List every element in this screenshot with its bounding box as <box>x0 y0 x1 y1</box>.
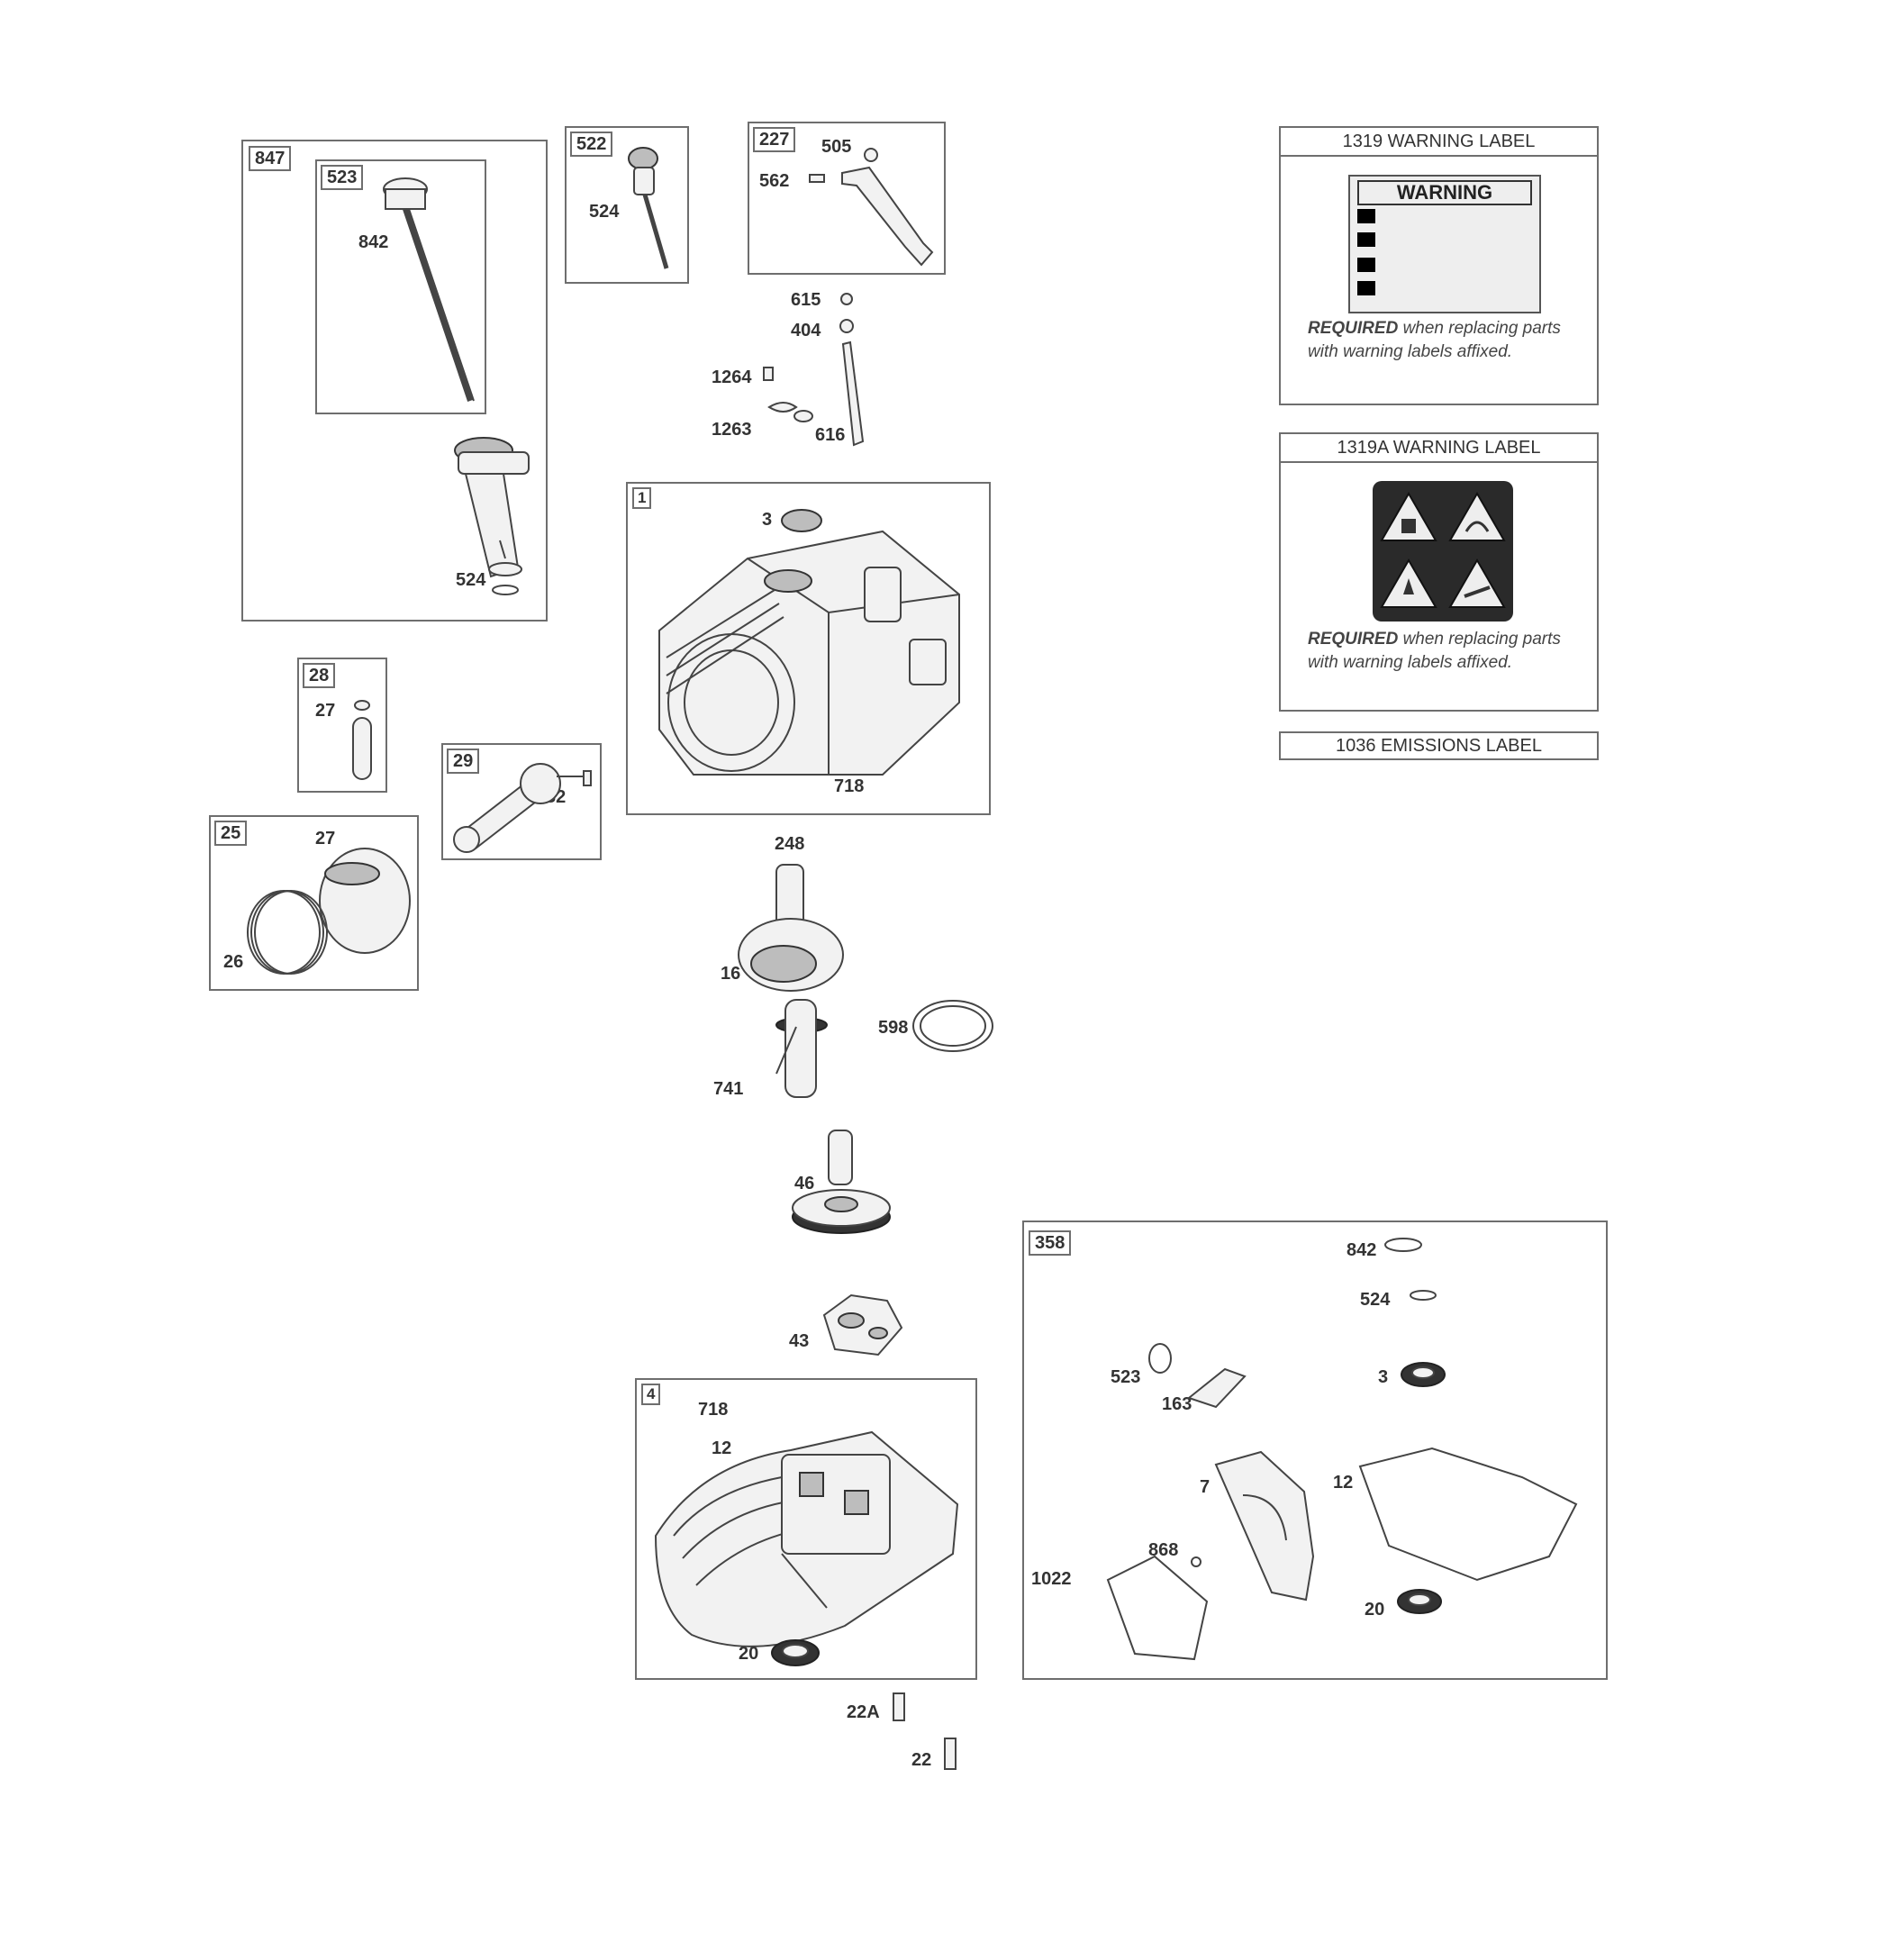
callout-box-4 <box>635 1378 977 1680</box>
part-number-523: 523 <box>1111 1367 1141 1387</box>
required-text: when replacing parts with warning labels… <box>1308 630 1561 672</box>
part-number-505: 505 <box>821 137 852 157</box>
cylinder-block-illustration <box>658 509 960 776</box>
callout-box-358 <box>1022 1220 1608 1680</box>
callout-box-847 <box>241 140 548 622</box>
warning-label-1319-title: 1319 WARNING LABEL <box>1281 128 1597 157</box>
callout-tag-227: 227 <box>753 127 796 152</box>
governor-shaft-illustration <box>763 293 865 447</box>
required-keyword: REQUIRED <box>1308 630 1399 649</box>
warning-label-1319-required-note: REQUIRED when replacing parts with warni… <box>1308 317 1579 364</box>
emissions-label-title: 1036 EMISSIONS LABEL <box>1335 736 1542 756</box>
callout-box-227 <box>748 122 946 275</box>
seal-ring-illustration <box>912 1000 993 1052</box>
callout-tag-4: 4 <box>641 1384 661 1405</box>
part-number-3: 3 <box>762 510 773 530</box>
part-number-598: 598 <box>878 1018 909 1038</box>
part-number-3: 3 <box>1378 1367 1389 1387</box>
part-number-16: 16 <box>721 964 741 984</box>
part-number-741: 741 <box>713 1079 744 1099</box>
connecting-rod-illustration <box>453 763 592 853</box>
callout-box-29 <box>441 743 602 860</box>
emissions-label-panel: 1036 EMISSIONS LABEL <box>1279 731 1599 760</box>
callout-tag-847: 847 <box>249 146 292 171</box>
callout-tag-25: 25 <box>214 821 248 846</box>
crankcase-sump-illustration <box>654 1430 959 1647</box>
camshaft-illustration <box>792 1130 891 1234</box>
dipstick-tube-illustration <box>454 437 530 595</box>
part-number-12: 12 <box>1333 1473 1354 1493</box>
part-number-12: 12 <box>712 1438 732 1458</box>
warning-sticker-heading: WARNING <box>1357 180 1532 205</box>
callout-box-523 <box>315 159 486 414</box>
callout-tag-1: 1 <box>632 487 652 509</box>
part-number-248: 248 <box>775 834 805 854</box>
part-number-22a: 22A <box>847 1702 880 1722</box>
callout-box-25 <box>209 815 419 991</box>
part-number-404: 404 <box>791 321 821 340</box>
warning-label-1319a-required-note: REQUIRED when replacing parts with warni… <box>1308 628 1579 675</box>
part-number-718: 718 <box>834 776 865 796</box>
warning-sticker: WARNING <box>1348 175 1541 313</box>
warning-sticker-rows <box>1357 209 1375 295</box>
part-number-524: 524 <box>456 570 486 590</box>
part-number-524: 524 <box>589 202 620 222</box>
callout-box-522 <box>565 126 689 284</box>
part-number-562: 562 <box>759 171 790 191</box>
bolt-22a-illustration <box>893 1692 905 1721</box>
part-number-842: 842 <box>358 232 389 252</box>
callout-tag-28: 28 <box>303 663 336 688</box>
part-number-616: 616 <box>815 425 846 445</box>
part-number-868: 868 <box>1148 1540 1179 1560</box>
part-number-1263: 1263 <box>712 420 752 440</box>
part-number-20: 20 <box>739 1644 759 1664</box>
callout-box-1 <box>626 482 991 815</box>
seal-20-illustration <box>771 1639 820 1666</box>
gasket-set-illustration <box>1106 1238 1578 1661</box>
callout-tag-522: 522 <box>570 132 613 157</box>
part-number-26: 26 <box>223 952 244 972</box>
crankshaft-illustration <box>738 864 844 1098</box>
warning-pictograms-icon <box>1373 481 1513 622</box>
part-number-1264: 1264 <box>712 368 752 387</box>
callout-box-28 <box>297 658 387 793</box>
part-number-1022: 1022 <box>1031 1569 1072 1589</box>
dipstick-illustration <box>383 177 475 402</box>
part-number-615: 615 <box>791 290 821 310</box>
part-number-718: 718 <box>698 1400 729 1420</box>
warning-label-1319-panel: 1319 WARNING LABEL WARNING REQUIRED when… <box>1279 126 1599 405</box>
part-number-27: 27 <box>315 701 336 721</box>
part-number-842: 842 <box>1347 1240 1377 1260</box>
governor-arm-illustration <box>809 148 934 267</box>
part-number-27: 27 <box>315 829 336 848</box>
warning-label-1319a-panel: 1319A WARNING LABEL REQUIRED when replac… <box>1279 432 1599 712</box>
required-text: when replacing parts with warning labels… <box>1308 319 1561 361</box>
part-number-524: 524 <box>1360 1290 1391 1310</box>
part-number-20: 20 <box>1365 1600 1385 1620</box>
required-keyword: REQUIRED <box>1308 319 1399 338</box>
part-number-22: 22 <box>911 1750 932 1770</box>
part-number-46: 46 <box>794 1174 815 1193</box>
part-number-163: 163 <box>1162 1394 1192 1414</box>
part-number-7: 7 <box>1200 1477 1211 1497</box>
oil-pump-illustration <box>822 1293 903 1357</box>
piston-pin-illustration <box>352 700 372 780</box>
plug-illustration <box>628 147 669 269</box>
callout-tag-29: 29 <box>447 749 480 774</box>
piston-rings-illustration <box>247 848 411 975</box>
bolt-22-illustration <box>944 1738 957 1770</box>
callout-tag-523: 523 <box>321 165 364 190</box>
callout-tag-358: 358 <box>1029 1230 1072 1256</box>
warning-label-1319a-title: 1319A WARNING LABEL <box>1281 434 1597 463</box>
part-number-43: 43 <box>789 1331 810 1351</box>
